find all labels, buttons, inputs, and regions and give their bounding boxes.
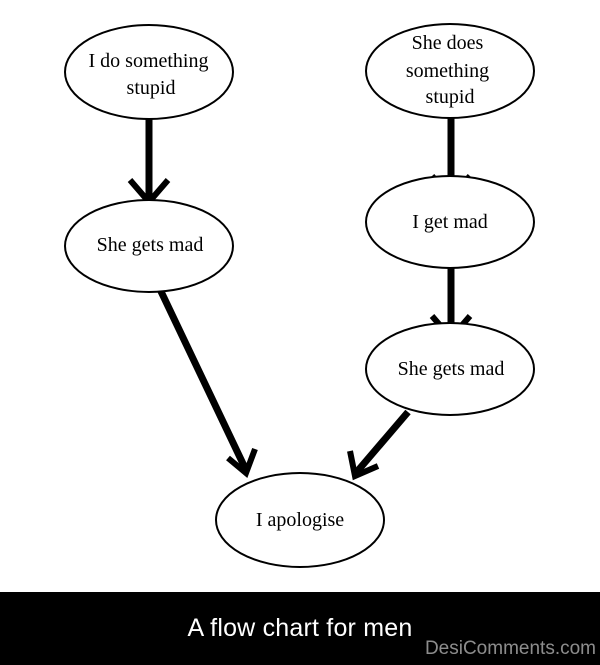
node-n2: She does something stupid	[365, 23, 535, 119]
edge-n3-n6	[153, 281, 258, 479]
caption-title: A flow chart for men	[187, 614, 413, 642]
node-n1-label: I do something stupid	[89, 50, 214, 99]
node-n4: I get mad	[365, 175, 535, 269]
node-n3-label: She gets mad	[97, 234, 204, 256]
edges	[127, 118, 473, 481]
node-n2-label: She does something stupid	[406, 32, 494, 108]
node-n3: She gets mad	[64, 199, 234, 293]
node-n6: I apologise	[215, 472, 385, 568]
edge-n5-n6	[347, 409, 411, 481]
node-n4-label: I get mad	[412, 211, 488, 233]
edge-n1-n3	[127, 118, 171, 207]
caption-bar: A flow chart for men DesiComments.com	[0, 592, 600, 665]
flowchart-svg: I do something stupid She does something…	[64, 23, 535, 568]
flowchart-diagram: I do something stupid She does something…	[64, 23, 535, 568]
node-n5: She gets mad	[365, 322, 535, 416]
node-n5-label: She gets mad	[398, 358, 505, 380]
node-n6-label: I apologise	[256, 509, 344, 531]
node-n1: I do something stupid	[64, 24, 234, 120]
watermark: DesiComments.com	[424, 638, 596, 659]
